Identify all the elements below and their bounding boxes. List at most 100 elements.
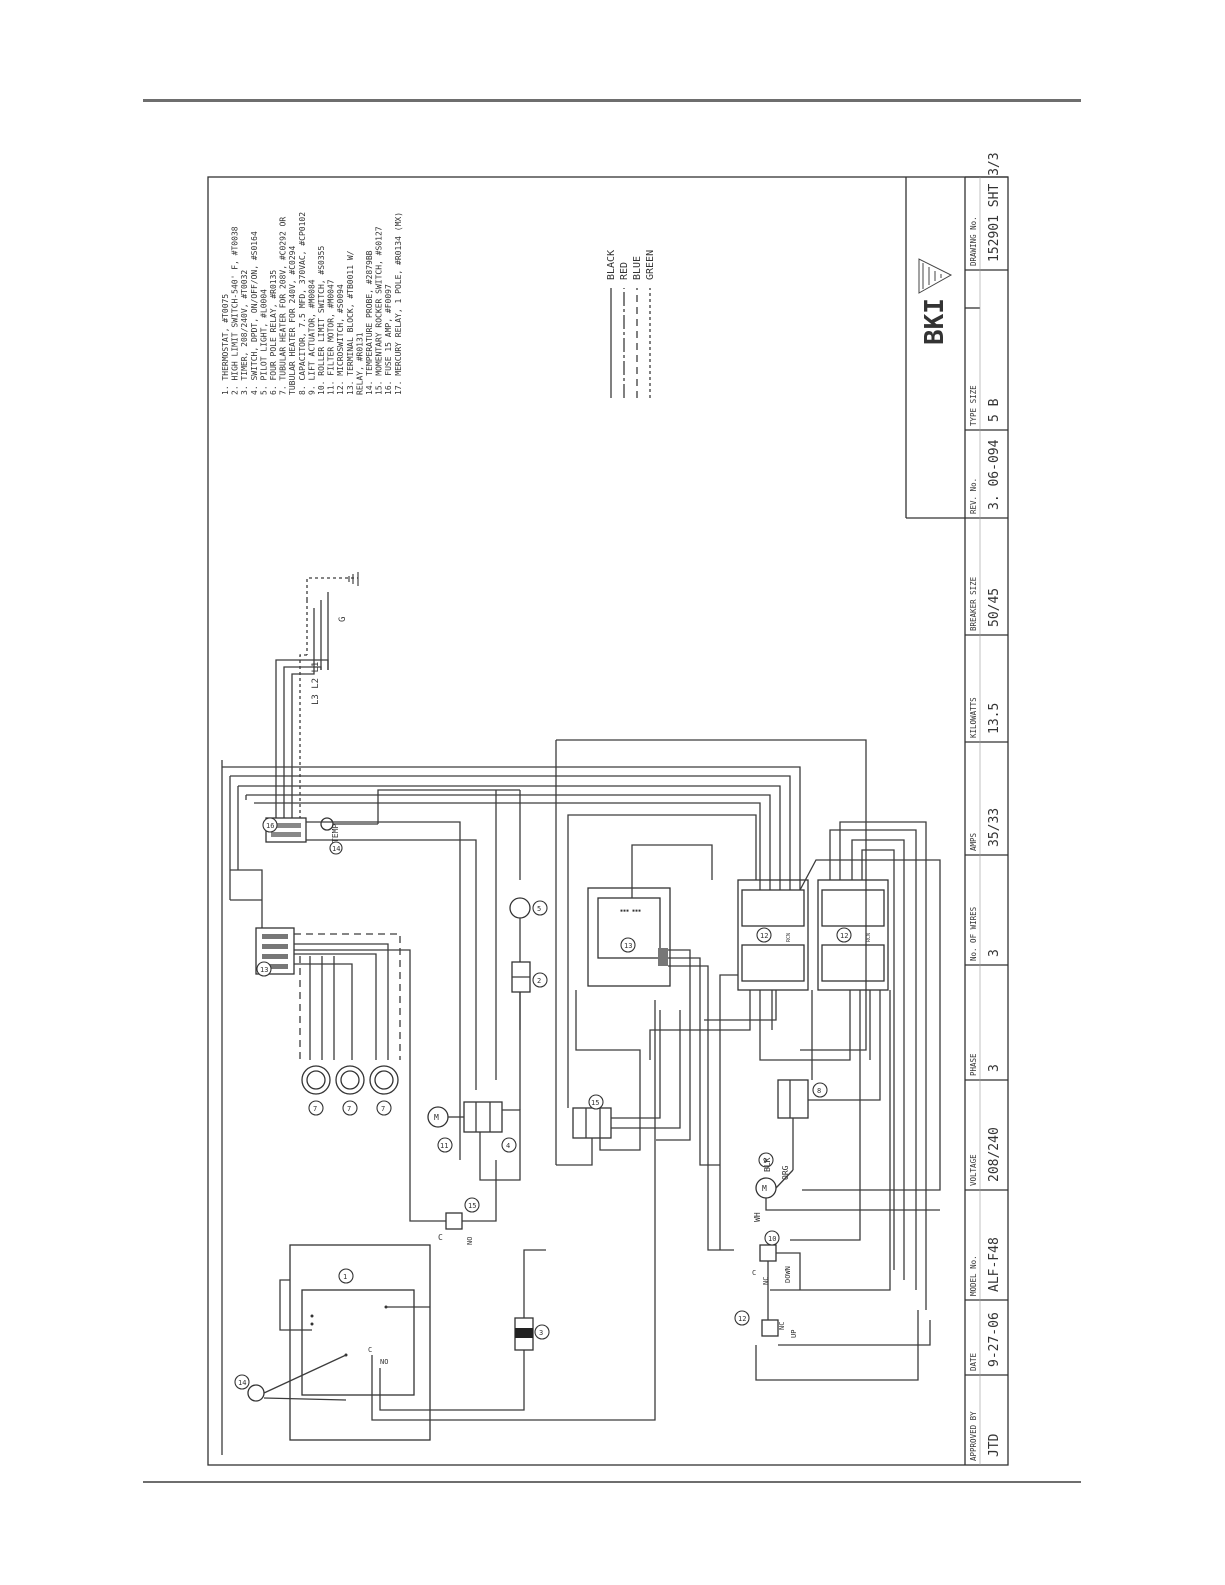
switch-13: C NO 15 — [438, 1197, 480, 1245]
svg-text:NC: NC — [778, 1322, 786, 1330]
title-block-label: DATE — [969, 1352, 978, 1371]
svg-text:15: 15 — [468, 1202, 476, 1210]
title-block-value: 3 — [987, 949, 1002, 957]
title-block-value: 208/240 — [987, 1127, 1002, 1182]
legend-part-item: 7. TUBULAR HEATER FOR 208V, #C0292 OR — [279, 217, 288, 395]
svg-text:M: M — [762, 1184, 767, 1193]
svg-text:5: 5 — [537, 905, 541, 913]
svg-text:UP: UP — [790, 1330, 798, 1338]
svg-text:15: 15 — [591, 1099, 599, 1107]
terminal-block-13: 13 — [255, 927, 295, 977]
title-block-value: ALF-F48 — [987, 1237, 1002, 1292]
title-block-value: 13.5 — [987, 703, 1002, 734]
svg-text:C: C — [752, 1269, 756, 1277]
four-pole-relay-6b: 12 RCN — [817, 879, 889, 991]
bki-logo: BKI — [918, 258, 953, 345]
legend-part-item: 11. FILTER MOTOR, #M0047 — [327, 279, 336, 395]
svg-text:11: 11 — [440, 1142, 448, 1150]
svg-text:NC: NC — [762, 1277, 770, 1285]
title-block-value: JTD — [987, 1433, 1002, 1457]
legend-part-item: 5. PILOT LIGHT, #L0004 — [259, 289, 268, 395]
lift-actuator-9: M 9 WH BLK ORG — [753, 1152, 790, 1222]
legend-part-item: 15. MOMENTARY ROCKER SWITCH, #S0127 — [375, 226, 384, 395]
temperature-probe-14: 14 — [234, 1374, 265, 1402]
legend-part-item: 8. CAPACITOR, 7.5 MFD, 370VAC, #CP0102 — [298, 212, 307, 395]
title-block-label: TYPE SIZE — [969, 385, 978, 426]
title-block-label: MODEL No. — [969, 1255, 978, 1296]
title-block-value: 3 — [987, 1064, 1002, 1072]
svg-text:12: 12 — [840, 932, 848, 940]
svg-text:BLK: BLK — [763, 1157, 772, 1172]
svg-text:7: 7 — [347, 1105, 351, 1113]
svg-text:3: 3 — [539, 1329, 543, 1337]
svg-text:BKI: BKI — [920, 298, 950, 345]
power-supply: L3 L2 L1 G — [306, 572, 359, 705]
roller-limit-switch-up-12: NC UP 12 — [734, 1310, 798, 1338]
pilot-light-5 — [509, 897, 531, 919]
legend-part-item: 6. FOUR POLE RELAY, #R0135 — [269, 270, 278, 395]
wire-color-blue: BLUE — [632, 256, 643, 280]
title-block-label: REV. No. — [969, 478, 978, 514]
main-harness — [221, 654, 867, 1455]
legend-part-item: 17. MERCURY RELAY, 1 POLE, #R0134 (MX) — [394, 212, 403, 395]
legend-part-item: 13. TERMINAL BLOCK, #TB0011 W/ — [346, 250, 355, 395]
legend-part-item: 3. TIMER, 208/240V, #T0032 — [240, 270, 249, 395]
wire-color-red: RED — [619, 262, 630, 280]
capacitor-8: 8 — [777, 1079, 828, 1119]
thermostat-1: 1 C NO — [289, 1244, 431, 1441]
legend-part-item: 2. HIGH LIMIT SWITCH-540' F, #T0038 — [231, 226, 240, 395]
title-block-label: PHASE — [969, 1053, 978, 1076]
roller-limit-switch-down-10: C NC DOWN 10 — [752, 1230, 792, 1285]
title-block-label: BREAKER SIZE — [969, 576, 978, 631]
legend-part-item: 10. ROLLER LIMIT SWITCH, #S0355 — [317, 246, 326, 395]
svg-text:NO: NO — [466, 1237, 474, 1245]
title-block-value: 50/45 — [987, 588, 1002, 627]
high-limit-switch-2: 3 — [514, 1317, 550, 1351]
title-block-label: APPROVED BY — [969, 1411, 978, 1461]
sheet-border — [207, 176, 1009, 1466]
legend-part-item: 16. FUSE 15 AMP, #F0097 — [384, 284, 393, 395]
header-rule — [143, 99, 1081, 102]
svg-text:C: C — [438, 1233, 443, 1242]
svg-text:1: 1 — [343, 1273, 347, 1281]
legend-part-item: 1. THERMOSTAT, #T0075 — [221, 294, 230, 395]
wire-color-legend: BLACK RED BLUE GREEN — [606, 250, 656, 398]
svg-text:WH: WH — [753, 1212, 762, 1222]
svg-text:10: 10 — [768, 1235, 776, 1243]
svg-text:14: 14 — [238, 1379, 246, 1387]
terminal-block-16: 16 TEMP 14 — [262, 817, 343, 855]
filter-motor-11: M 11 — [427, 1106, 453, 1153]
title-block-value: 152901 SHT 3/3 — [987, 152, 1002, 262]
title-block-label: No. OF WIRES — [969, 906, 978, 961]
ground-label: G — [338, 617, 348, 622]
relay-terminal-block-13: 13 ▪▪▪ ▪▪▪ — [587, 887, 671, 987]
svg-text:13: 13 — [260, 966, 268, 974]
four-pole-relay-6a: 12 RCN — [737, 879, 809, 991]
legend-part-item: 12. MICROSWITCH, #S0094 — [336, 284, 345, 395]
svg-text:▪▪▪ ▪▪▪: ▪▪▪ ▪▪▪ — [620, 908, 641, 914]
svg-text:7: 7 — [313, 1105, 317, 1113]
svg-text:2: 2 — [537, 977, 541, 985]
rocker-switch-15: 15 — [572, 1094, 612, 1139]
svg-text:9: 9 — [763, 1157, 767, 1165]
svg-text:C: C — [368, 1346, 372, 1354]
timer-3: 2 — [511, 961, 548, 993]
svg-text:ORG: ORG — [781, 1165, 790, 1180]
svg-text:7: 7 — [381, 1105, 385, 1113]
svg-text:RCN: RCN — [786, 933, 792, 942]
title-block-value: 3. 06-094 — [987, 439, 1002, 510]
legend-part-item: 4. SWITCH, DPDT, ON/OFF/ON, #S0164 — [250, 231, 259, 395]
svg-text:TEMP: TEMP — [331, 824, 340, 843]
svg-text:DOWN: DOWN — [784, 1266, 792, 1283]
legend-part-item: RELAY, #R0131 — [355, 332, 364, 395]
wire-color-green: GREEN — [645, 250, 656, 280]
tubular-heaters: 7 7 7 — [294, 933, 401, 1116]
title-block-label: KILOWATTS — [969, 697, 978, 738]
title-block-label: AMPS — [969, 832, 978, 851]
svg-text:13: 13 — [624, 942, 632, 950]
dpdt-switch-4: 4 — [463, 1101, 517, 1153]
title-block-value: 35/33 — [987, 808, 1002, 847]
